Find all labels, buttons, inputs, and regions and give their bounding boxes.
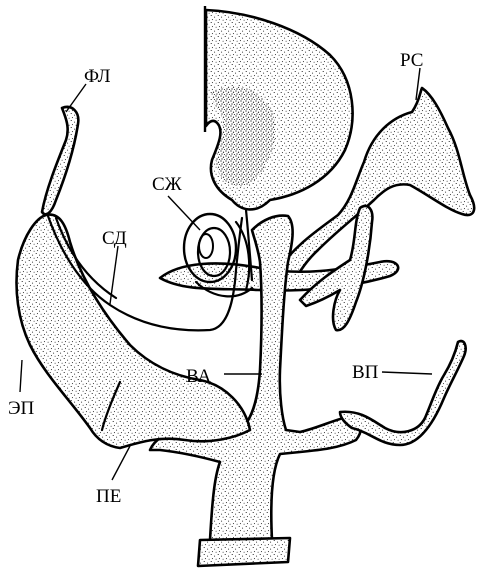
leader-szh bbox=[168, 196, 200, 230]
label-va: ВА bbox=[186, 366, 211, 387]
label-sd: СД bbox=[102, 228, 127, 249]
base-plate bbox=[198, 538, 290, 566]
label-fl: ФЛ bbox=[84, 66, 111, 87]
label-vp: ВП bbox=[352, 362, 379, 383]
leader-sd bbox=[110, 246, 118, 304]
label-szh: СЖ bbox=[152, 174, 183, 195]
leader-fl bbox=[66, 84, 86, 112]
vaginal-appendage bbox=[340, 341, 466, 445]
flagellum bbox=[42, 107, 78, 214]
epiphallus bbox=[17, 215, 251, 448]
label-ep: ЭП bbox=[8, 398, 35, 419]
leader-pe bbox=[112, 446, 130, 480]
label-pe: ПЕ bbox=[96, 486, 121, 507]
leader-ep bbox=[20, 360, 22, 392]
leader-vp bbox=[382, 372, 432, 374]
label-rs: РС bbox=[400, 50, 423, 71]
